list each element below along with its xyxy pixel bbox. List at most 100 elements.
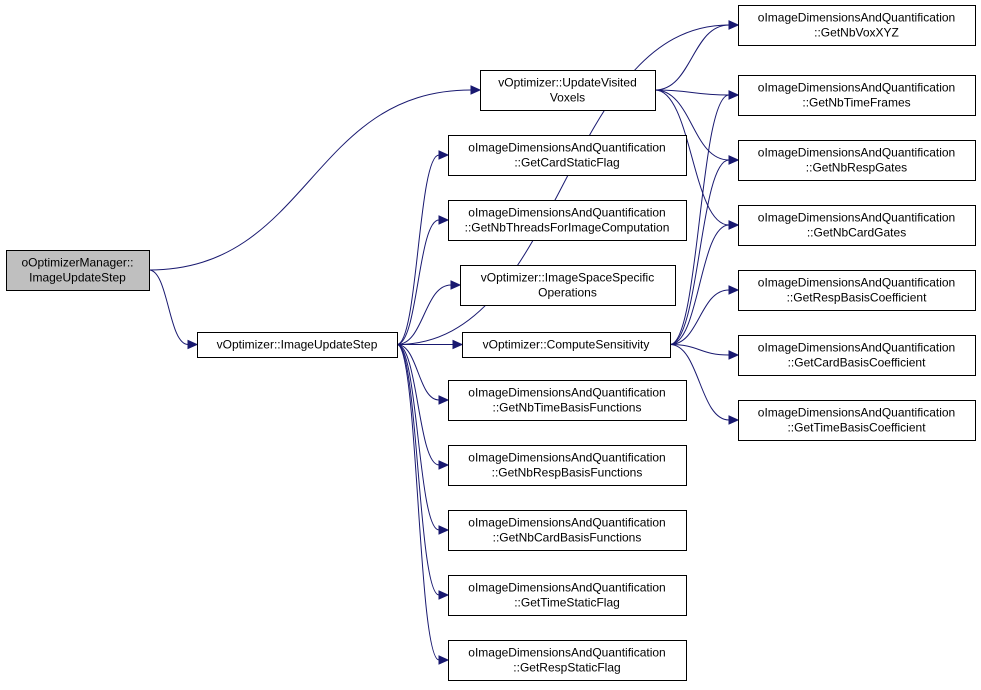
arrowhead: [728, 20, 740, 30]
edge-line: [396, 284, 452, 345]
node-label-line: oImageDimensionsAndQuantification: [758, 276, 955, 290]
node-box: [480, 70, 656, 111]
node-label-line: oImageDimensionsAndQuantification: [758, 81, 955, 95]
node-box: [738, 270, 976, 311]
edge-ius-to-rsf: [396, 344, 450, 665]
node-rsf[interactable]: oImageDimensionsAndQuantification::GetRe…: [448, 640, 687, 681]
node-cs[interactable]: vOptimizer::ComputeSensitivity: [462, 332, 671, 358]
node-tbc[interactable]: oImageDimensionsAndQuantification::GetTi…: [738, 400, 976, 441]
arrowhead: [728, 350, 740, 360]
node-box: [460, 265, 676, 306]
edge-cs-to-ntf: [669, 90, 740, 345]
edge-line: [396, 344, 440, 596]
edge-line: [669, 344, 730, 356]
node-label-line: oImageDimensionsAndQuantification: [468, 141, 665, 155]
edge-cs-to-tbc: [669, 344, 740, 425]
arrowhead: [438, 590, 450, 600]
edge-line: [654, 89, 730, 161]
node-ncbf[interactable]: oImageDimensionsAndQuantification::GetNb…: [448, 510, 687, 551]
edge-line: [396, 344, 440, 401]
node-label-line: ::GetNbTimeBasisFunctions: [493, 401, 642, 415]
arrowhead: [452, 339, 464, 350]
edge-ius-to-tsf: [396, 344, 450, 600]
node-box: [462, 332, 671, 358]
edge-uvv-to-ntf: [654, 89, 740, 100]
node-label-line: ::GetNbCardBasisFunctions: [493, 531, 642, 545]
node-tsf[interactable]: oImageDimensionsAndQuantification::GetTi…: [448, 575, 687, 616]
node-ntic[interactable]: oImageDimensionsAndQuantification::GetNb…: [448, 200, 687, 241]
node-box: [448, 575, 687, 616]
node-nrg[interactable]: oImageDimensionsAndQuantification::GetNb…: [738, 140, 976, 181]
arrowhead: [728, 155, 740, 165]
node-ntf[interactable]: oImageDimensionsAndQuantification::GetNb…: [738, 75, 976, 116]
arrowhead: [450, 280, 462, 290]
edge-cs-to-nrg: [669, 155, 740, 345]
arrowhead: [438, 525, 450, 535]
node-label-line: oImageDimensionsAndQuantification: [468, 581, 665, 595]
node-label-line: ::GetRespBasisCoefficient: [787, 291, 928, 305]
arrowhead: [728, 220, 740, 230]
node-label-line: oImageDimensionsAndQuantification: [468, 646, 665, 660]
node-box: [448, 135, 687, 176]
node-label-line: oImageDimensionsAndQuantification: [758, 341, 955, 355]
edge-line: [654, 24, 730, 91]
node-label-line: ::GetRespStaticFlag: [513, 661, 620, 675]
node-label-line: ImageUpdateStep: [29, 271, 126, 285]
node-label-line: ::GetCardStaticFlag: [514, 156, 619, 170]
node-label-line: oImageDimensionsAndQuantification: [758, 406, 955, 420]
node-box: [738, 205, 976, 246]
edge-line: [669, 344, 730, 421]
arrowhead: [438, 655, 450, 665]
edge-line: [148, 89, 472, 271]
node-rbc[interactable]: oImageDimensionsAndQuantification::GetRe…: [738, 270, 976, 311]
edge-ius-to-isso: [396, 280, 462, 345]
node-label-line: Operations: [538, 286, 597, 300]
node-ius[interactable]: vOptimizer::ImageUpdateStep: [197, 332, 398, 358]
node-nvx[interactable]: oImageDimensionsAndQuantification::GetNb…: [738, 5, 976, 46]
edge-line: [654, 89, 730, 226]
node-label-line: ::GetNbVoxXYZ: [814, 26, 899, 40]
node-cbc[interactable]: oImageDimensionsAndQuantification::GetCa…: [738, 335, 976, 376]
arrowhead: [438, 150, 450, 160]
edge-ius-to-csf: [396, 150, 450, 345]
arrowhead: [728, 285, 740, 295]
edge-cs-to-rbc: [669, 285, 740, 345]
arrowhead: [728, 90, 740, 100]
node-nrbf[interactable]: oImageDimensionsAndQuantification::GetNb…: [448, 445, 687, 486]
node-box: [448, 510, 687, 551]
node-label-line: ::GetCardBasisCoefficient: [788, 356, 927, 370]
node-label-line: ::GetNbTimeFrames: [802, 96, 910, 110]
node-label-line: oImageDimensionsAndQuantification: [758, 11, 955, 25]
node-label-line: vOptimizer::ImageUpdateStep: [217, 338, 378, 352]
node-root[interactable]: oOptimizerManager::ImageUpdateStep: [6, 250, 150, 291]
node-ntbf[interactable]: oImageDimensionsAndQuantification::GetNb…: [448, 380, 687, 421]
node-box: [448, 640, 687, 681]
node-box: [448, 445, 687, 486]
edge-line: [654, 89, 730, 96]
node-csf[interactable]: oImageDimensionsAndQuantification::GetCa…: [448, 135, 687, 176]
edge-ius-to-ncbf: [396, 344, 450, 535]
edge-line: [669, 159, 730, 345]
edge-line: [396, 344, 440, 531]
node-label-line: ::GetNbCardGates: [807, 226, 906, 240]
edge-line: [396, 219, 440, 345]
node-label-line: oImageDimensionsAndQuantification: [468, 451, 665, 465]
node-box: [448, 200, 687, 241]
node-ncg[interactable]: oImageDimensionsAndQuantification::GetNb…: [738, 205, 976, 246]
edge-uvv-to-nvx: [654, 20, 740, 91]
node-box: [197, 332, 398, 358]
node-label-line: ::GetNbThreadsForImageComputation: [465, 221, 670, 235]
edge-ius-to-cs: [397, 339, 464, 350]
node-label-line: oImageDimensionsAndQuantification: [468, 206, 665, 220]
edge-cs-to-ncg: [669, 220, 740, 345]
edge-line: [396, 344, 440, 466]
edges-layer: [148, 20, 740, 665]
arrowhead: [470, 85, 482, 95]
edge-ius-to-ntic: [396, 215, 450, 345]
node-label-line: vOptimizer::UpdateVisited: [498, 76, 637, 90]
edge-cs-to-cbc: [669, 344, 740, 360]
node-label-line: oImageDimensionsAndQuantification: [758, 146, 955, 160]
